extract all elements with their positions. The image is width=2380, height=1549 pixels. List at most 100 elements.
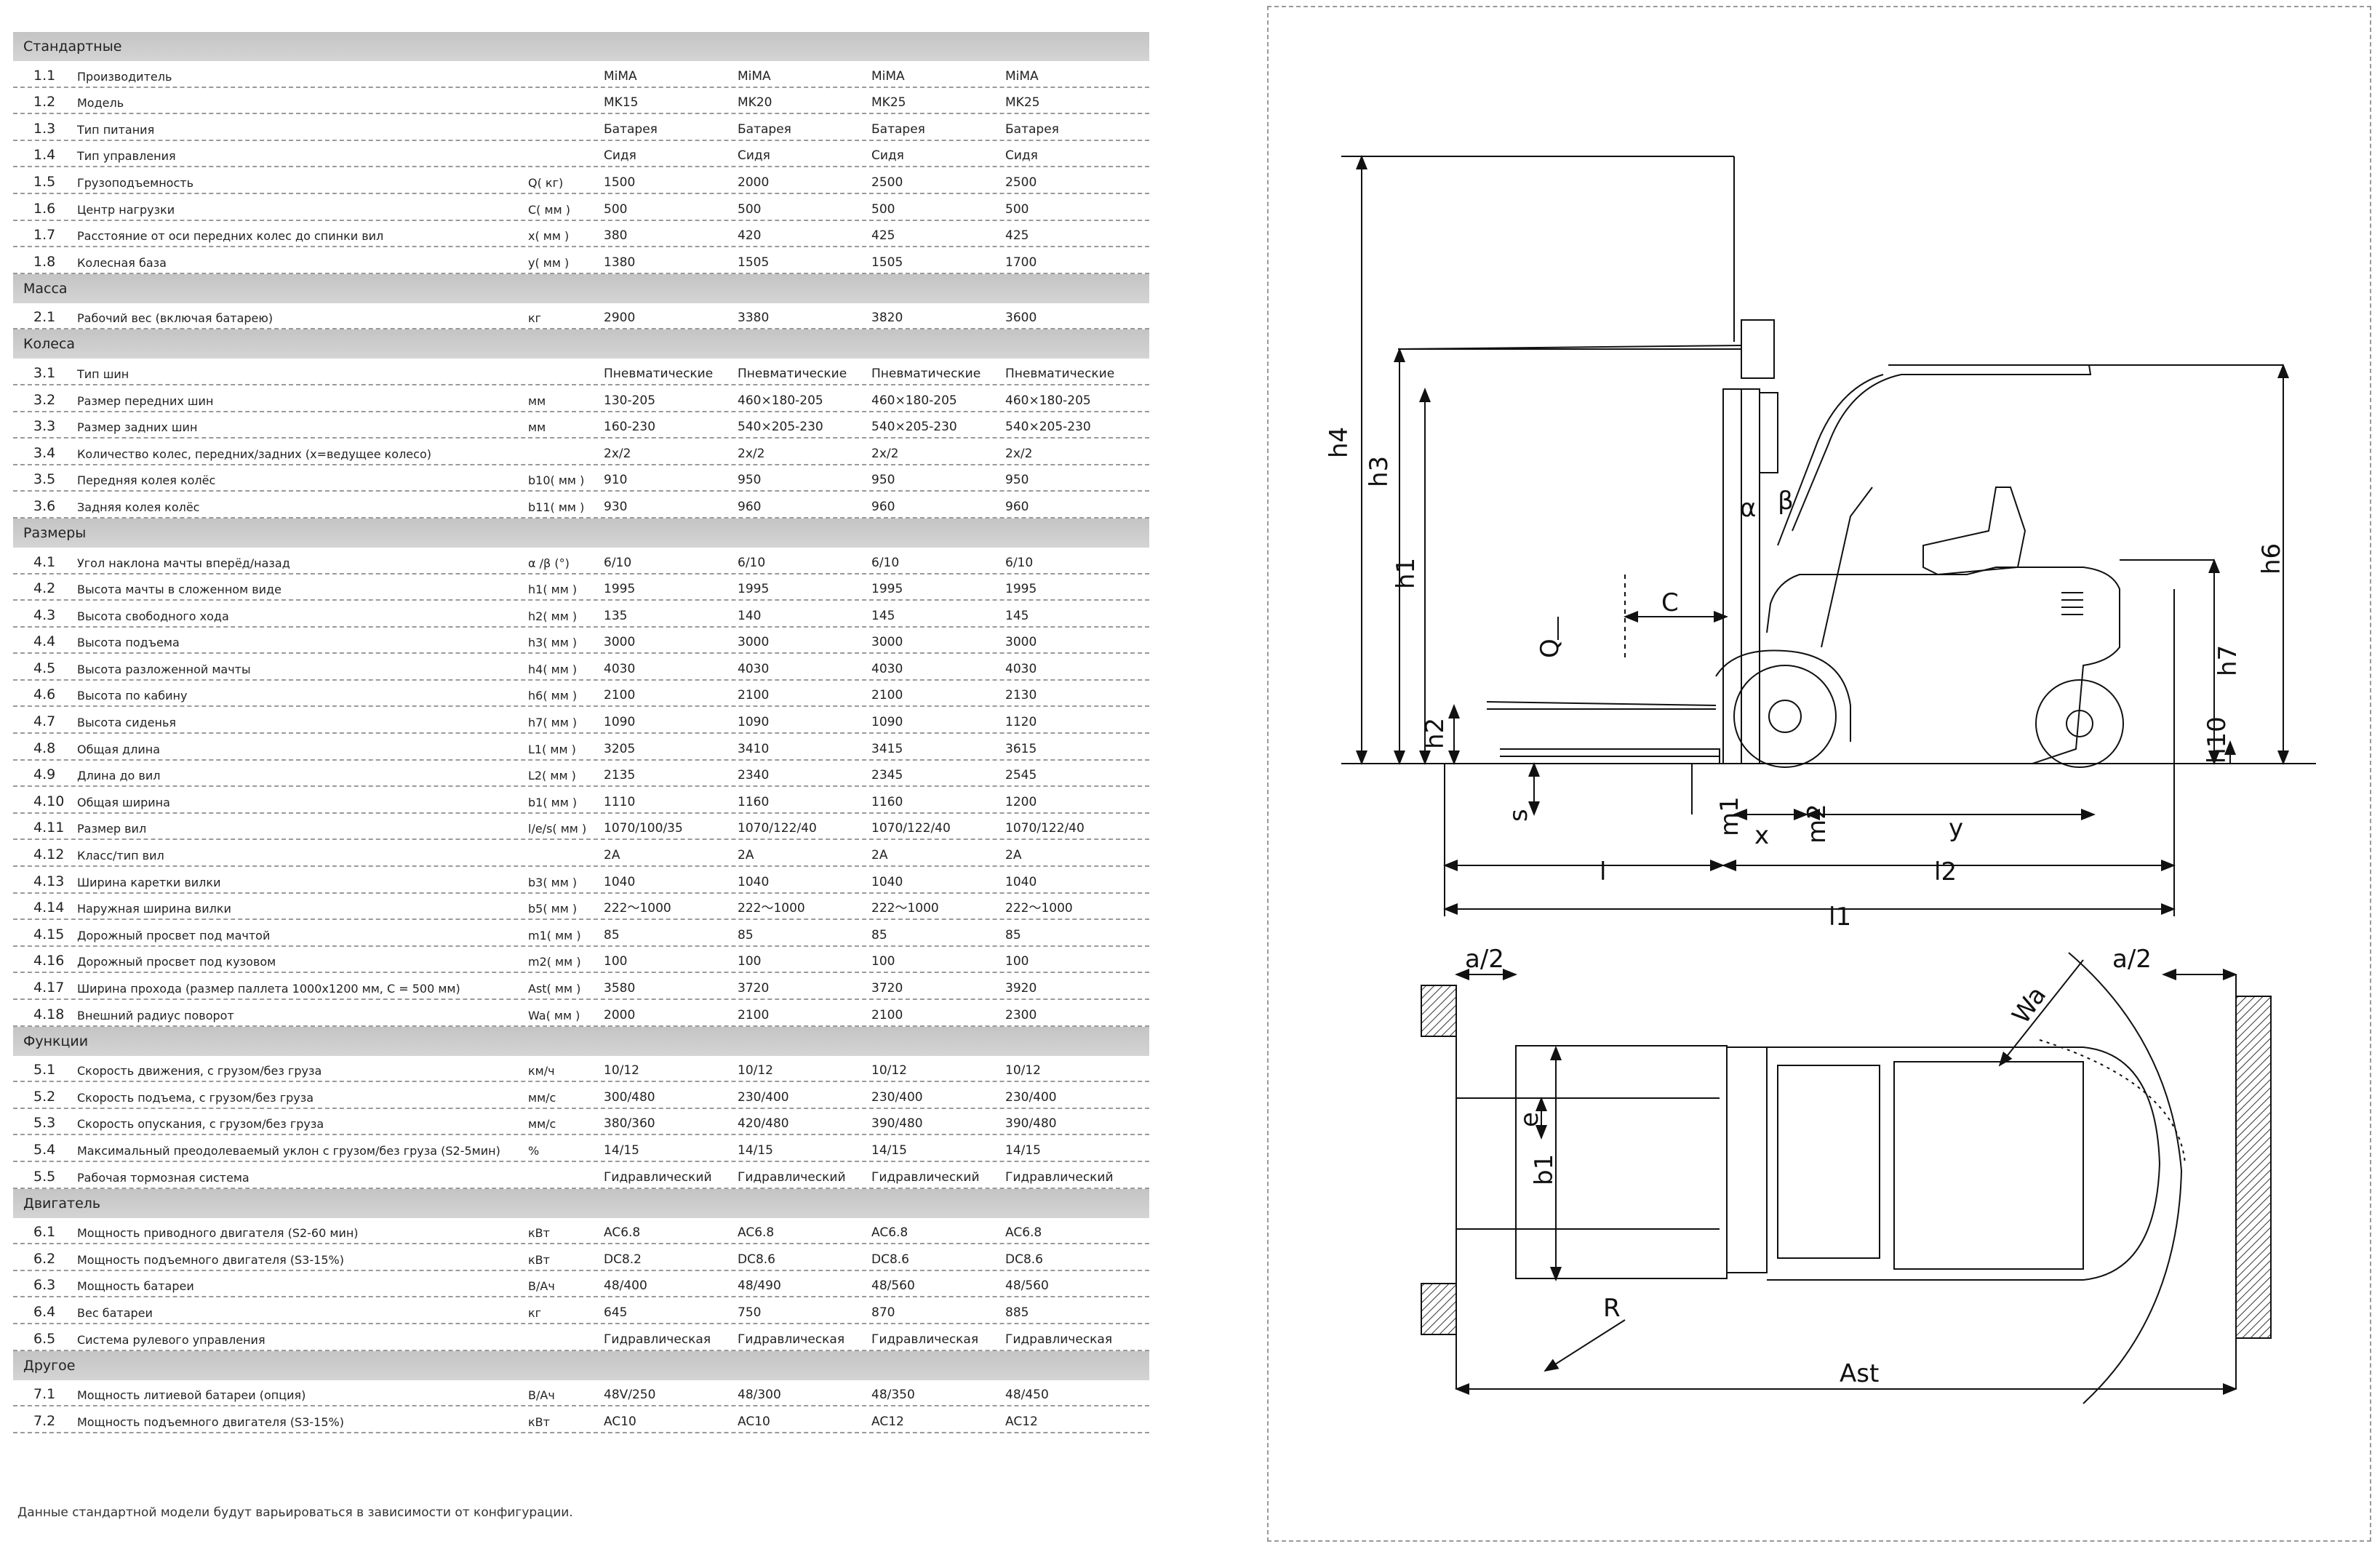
row-unit: В/Ач	[528, 1279, 555, 1294]
rear-wheel	[2035, 679, 2124, 768]
label-h7: h7	[2213, 645, 2243, 676]
row-value: AC6.8	[604, 1225, 641, 1241]
label-h10: h10	[2203, 716, 2232, 764]
label-h6: h6	[2257, 543, 2286, 575]
row-value: MiMA	[738, 68, 771, 84]
row-value: 500	[1005, 201, 1029, 217]
row-number: 7.1	[33, 1386, 56, 1403]
row-value: 2x/2	[1005, 446, 1033, 461]
row-value: 2545	[1005, 768, 1037, 783]
row-unit: y( мм )	[528, 255, 570, 270]
row-value: 1700	[1005, 255, 1037, 270]
row-value: 3600	[1005, 311, 1037, 326]
row-value: Гидравлический	[1005, 1169, 1114, 1185]
row-value: AC6.8	[738, 1225, 775, 1241]
row-value: 2100	[604, 688, 636, 703]
row-number: 4.4	[33, 633, 56, 650]
row-value: 2000	[738, 175, 770, 190]
row-value: Сидя	[1005, 148, 1038, 164]
row-value: Батарея	[1005, 121, 1059, 137]
row-value: 48V/250	[604, 1388, 656, 1403]
row-value: 100	[604, 954, 628, 969]
row-value: 460×180-205	[1005, 393, 1091, 408]
row-number: 1.6	[33, 200, 56, 217]
row-value: 3000	[604, 635, 636, 650]
row-value: 2500	[1005, 175, 1037, 190]
fork-lowered-h2	[1486, 701, 1717, 710]
row-value: MiMA	[1005, 68, 1039, 84]
row-name: Расстояние от оси передних колес до спин…	[77, 229, 384, 244]
row-number: 3.2	[33, 391, 56, 408]
row-number: 4.15	[33, 926, 65, 942]
row-value: 960	[1005, 499, 1029, 514]
row-value: 222～1000	[604, 901, 671, 916]
label-x: x	[1754, 821, 1769, 850]
row-value: MK25	[871, 95, 906, 111]
row-value: AC12	[871, 1414, 904, 1429]
row-value: 500	[738, 201, 762, 217]
row-value: 930	[604, 499, 628, 514]
row-value: 3920	[1005, 981, 1037, 996]
row-value: 2300	[1005, 1007, 1037, 1022]
row-value: 145	[871, 608, 895, 623]
row-value: 1090	[871, 715, 903, 730]
row-name: Высота сиденья	[77, 716, 177, 730]
row-name: Вес батареи	[77, 1305, 153, 1320]
row-value: 1995	[738, 582, 770, 597]
row-unit: мм/с	[528, 1090, 556, 1105]
row-name: Скорость опускания, с грузом/без груза	[77, 1117, 324, 1132]
row-number: 1.4	[33, 147, 56, 164]
row-value: 1040	[871, 874, 903, 889]
row-value: 1090	[738, 715, 770, 730]
row-value: 1090	[604, 715, 636, 730]
row-unit: кг	[528, 311, 542, 326]
wall-left-bottom	[1421, 1283, 1457, 1335]
footnote: Данные стандартной модели будут варьиров…	[17, 1505, 573, 1520]
row-name: Наружная ширина вилки	[77, 902, 231, 916]
label-l1: l1	[1829, 902, 1851, 932]
section-header: Колеса	[13, 329, 1149, 359]
row-value: 3205	[604, 741, 636, 756]
dim-wa	[1998, 959, 2084, 1067]
row-value: 1995	[1005, 582, 1037, 597]
row-number: 5.5	[33, 1168, 56, 1185]
row-value: 3820	[871, 311, 903, 326]
row-number: 3.4	[33, 444, 56, 461]
row-value: 10/12	[871, 1063, 907, 1078]
label-s: s	[1504, 809, 1533, 822]
row-value: 2130	[1005, 688, 1037, 703]
row-value: 950	[871, 473, 895, 488]
row-value: 1995	[871, 582, 903, 597]
row-value: 1120	[1005, 715, 1037, 730]
row-value: 1380	[604, 255, 636, 270]
row-value: 2A	[1005, 848, 1022, 863]
row-name: Ширина каретки вилки	[77, 875, 221, 889]
truck-top-view	[1767, 1046, 2161, 1281]
row-unit: Wa( мм )	[528, 1008, 580, 1022]
section-header: Стандартные	[13, 32, 1149, 61]
row-name: Мощность литиевой батареи (опция)	[77, 1388, 306, 1403]
row-value: Гидравлический	[871, 1169, 980, 1185]
row-number: 4.6	[33, 687, 56, 703]
row-value: 460×180-205	[738, 393, 823, 408]
row-unit: h1( мм )	[528, 583, 578, 597]
row-value: 6/10	[1005, 555, 1034, 570]
row-name: Скорость движения, с грузом/без груза	[77, 1064, 322, 1078]
row-value: 10/12	[738, 1063, 773, 1078]
label-e: e	[1515, 1112, 1544, 1127]
row-unit: мм/с	[528, 1117, 556, 1132]
label-h4: h4	[1325, 427, 1354, 458]
row-value: AC6.8	[1005, 1225, 1042, 1241]
row-value: 1505	[871, 255, 903, 270]
